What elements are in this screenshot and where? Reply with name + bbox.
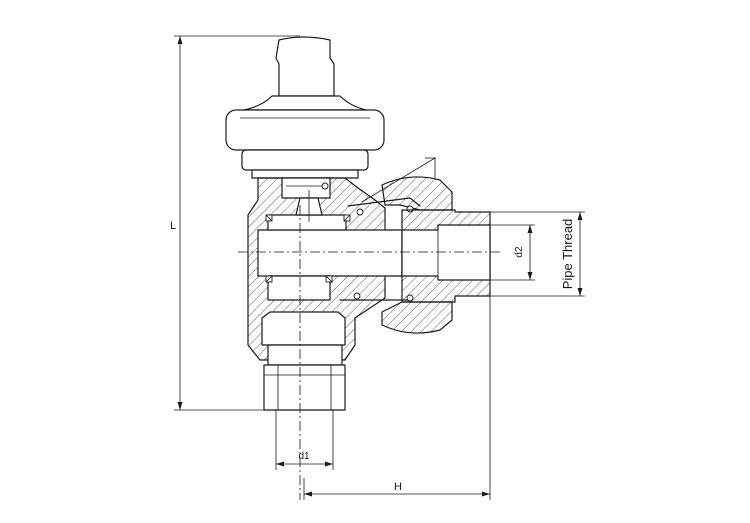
leader-line — [361, 157, 436, 203]
inlet-tailpiece — [261, 311, 346, 411]
dimension-d2 — [490, 224, 535, 281]
label-h: H — [394, 481, 402, 493]
label-pipe-thread: Pipe Thread — [560, 219, 575, 290]
dimension-pipe-thread — [490, 211, 585, 297]
label-l: L — [170, 220, 176, 232]
label-d2: d2 — [514, 246, 525, 258]
dimension-d1 — [275, 410, 334, 470]
valve-body — [247, 177, 403, 361]
label-d1: d1 — [298, 451, 310, 462]
union-nut — [339, 176, 453, 334]
dimension-l — [174, 35, 300, 411]
dimension-h — [303, 296, 491, 500]
outlet-tailpiece — [401, 209, 491, 303]
handwheel — [225, 36, 385, 179]
